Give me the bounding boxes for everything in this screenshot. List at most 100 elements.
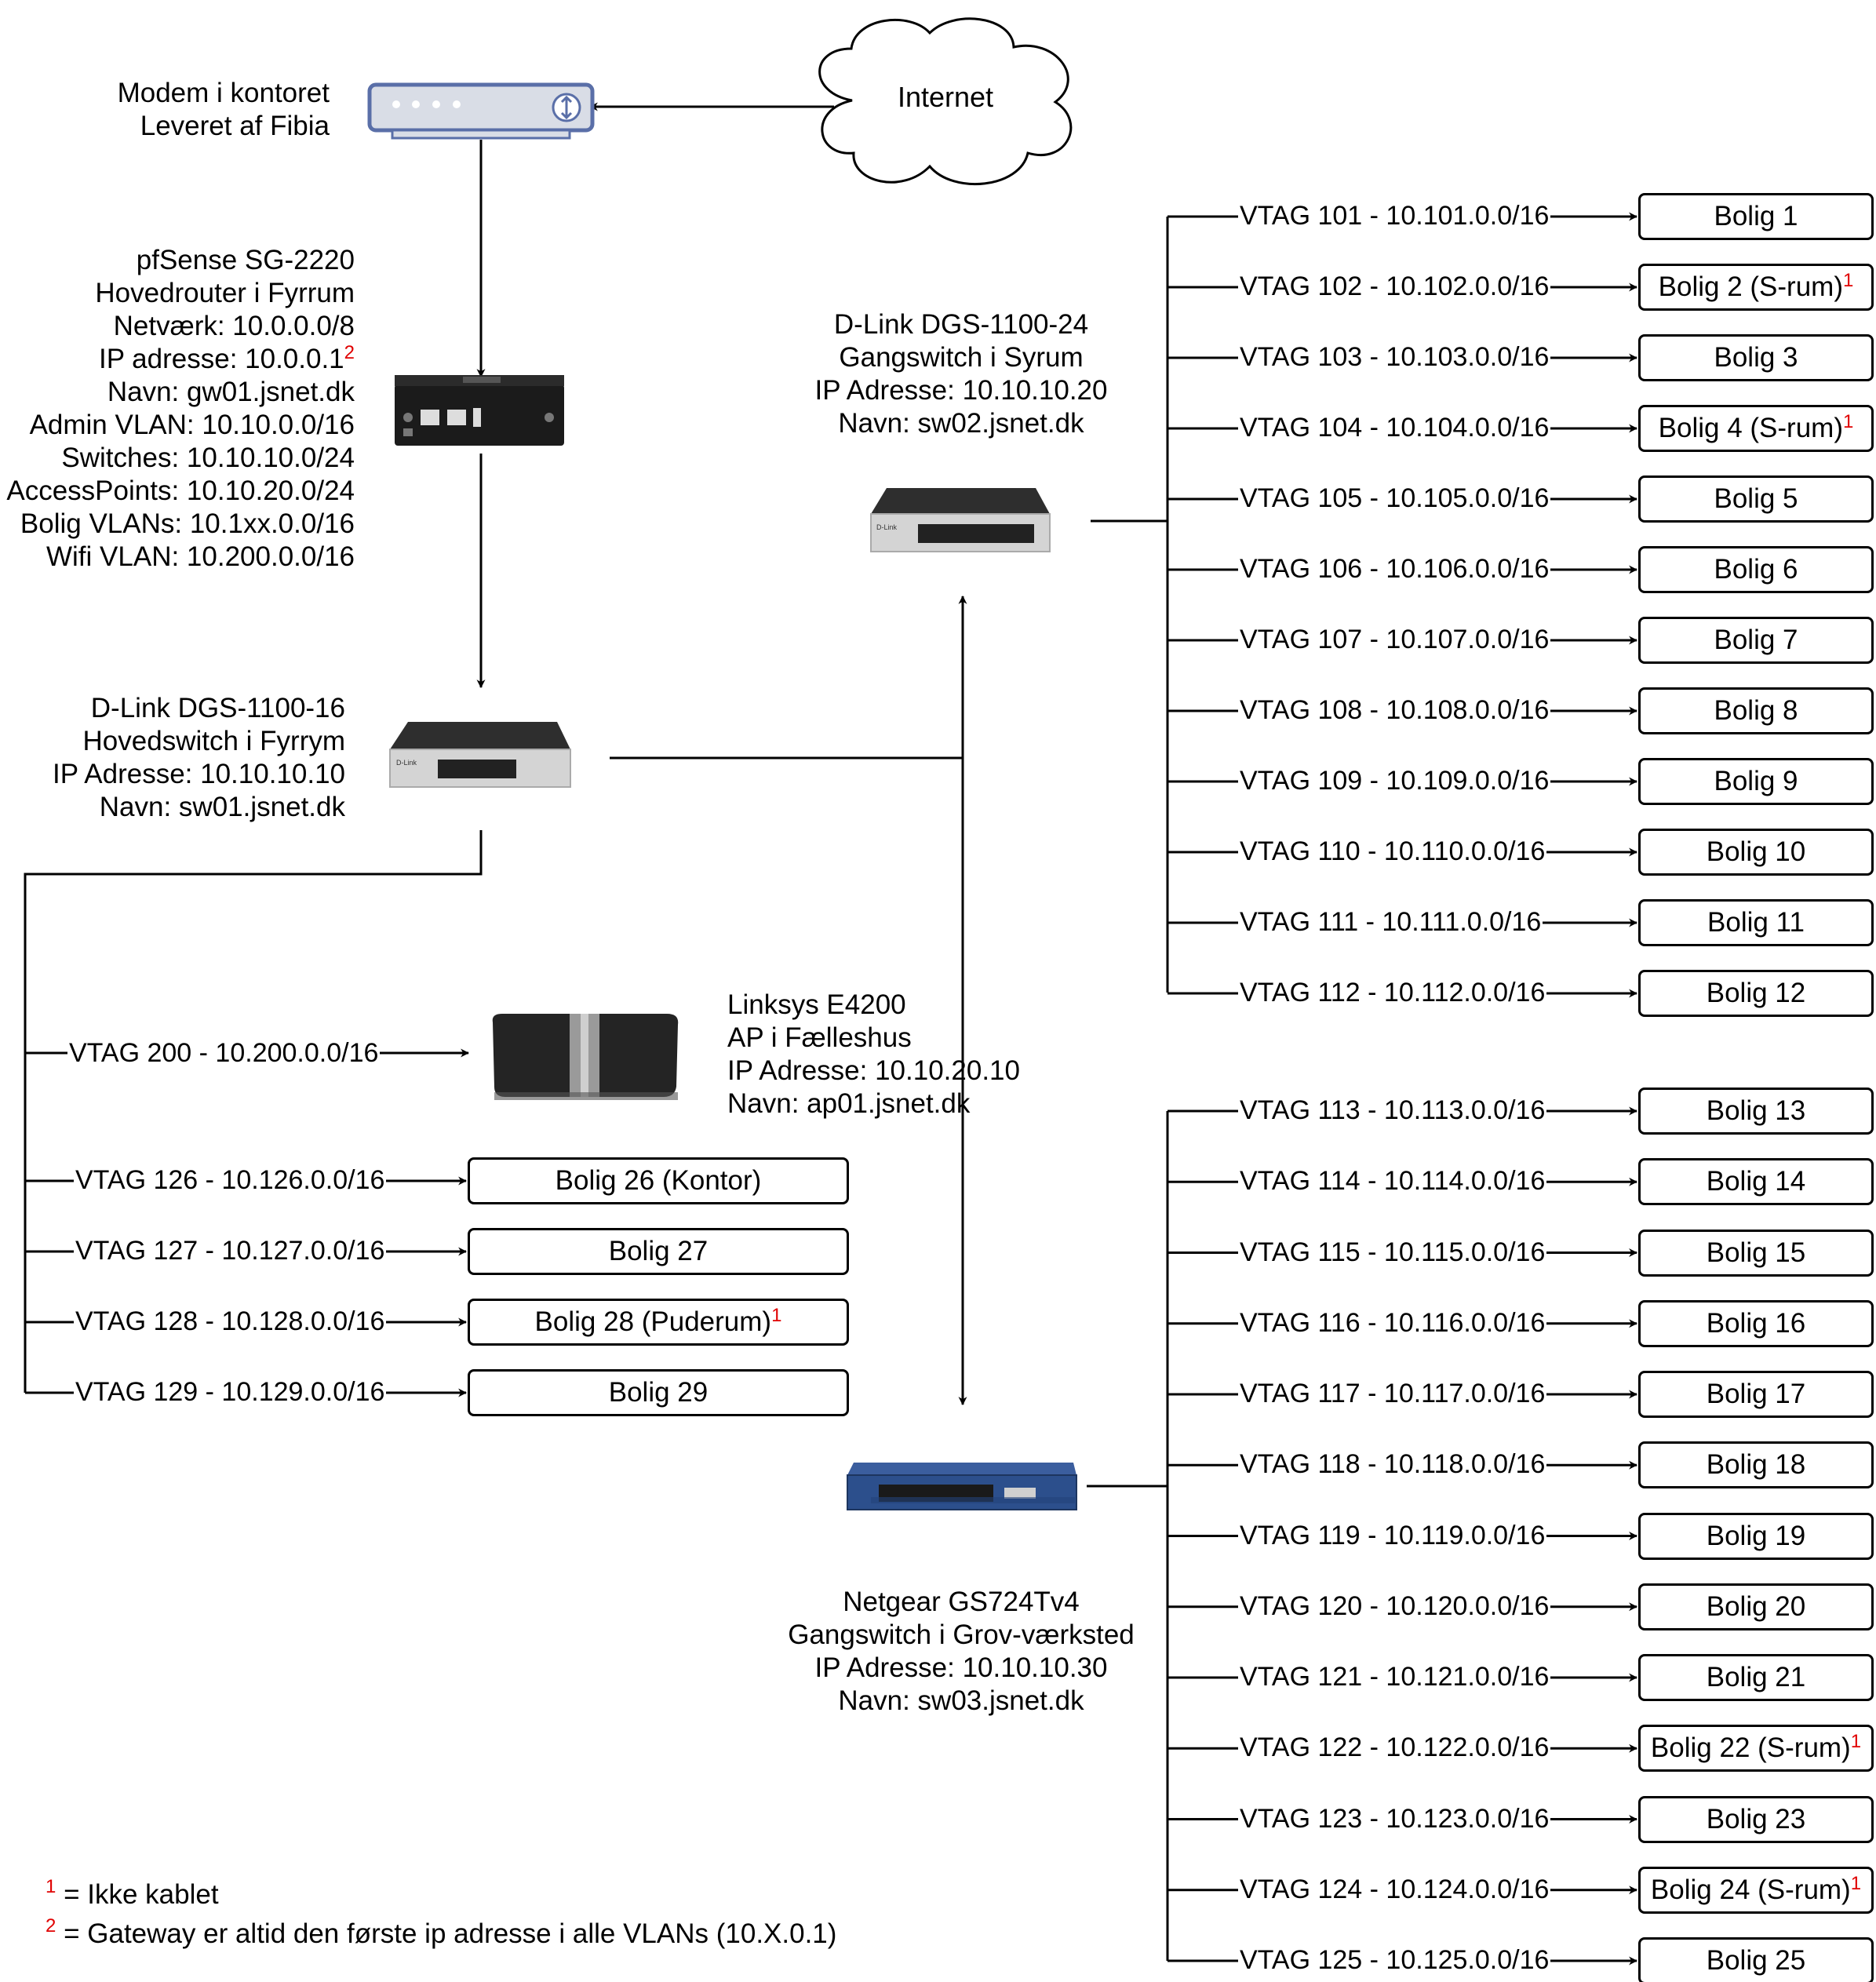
bolig-box: Bolig 22 (S-rum)1 [1638,1725,1874,1773]
bolig-box: Bolig 3 [1638,334,1874,381]
bolig-box: Bolig 18 [1638,1441,1874,1489]
bolig-box: Bolig 5 [1638,475,1874,523]
bolig-label: Bolig 12 [1706,978,1806,1008]
footnote-mark: 1 [1850,1872,1862,1894]
sw02-line: Gangswitch i Syrum [839,342,1084,373]
vlan-tag-label: VTAG 110 - 10.110.0.0/16 [1238,836,1547,867]
vlan-tag-label: VTAG 122 - 10.122.0.0/16 [1238,1732,1551,1764]
vlan-tag-label: VTAG 126 - 10.126.0.0/16 [74,1164,387,1196]
vlan-tag-label: VTAG 125 - 10.125.0.0/16 [1238,1944,1551,1976]
bolig-box: Bolig 7 [1638,617,1874,664]
bolig-label: Bolig 26 (Kontor) [555,1165,762,1196]
vlan-tag-label: VTAG 104 - 10.104.0.0/16 [1238,412,1551,443]
bolig-label: Bolig 1 [1714,201,1798,231]
vlan-tag-label: VTAG 117 - 10.117.0.0/16 [1238,1378,1547,1409]
bolig-box: Bolig 8 [1638,687,1874,734]
footnote-mark: 1 [771,1305,782,1326]
vlan-tag-label: VTAG 111 - 10.111.0.0/16 [1238,906,1543,938]
internet-label: Internet [897,81,994,113]
bolig-label: Bolig 15 [1706,1237,1806,1268]
ap01-line: AP i Fælleshus [727,1022,912,1053]
sw03-line: Gangswitch i Grov-værksted [788,1619,1135,1650]
bolig-label: Bolig 8 [1714,695,1798,726]
modem-line: Leveret af Fibia [140,111,330,141]
bolig-box: Bolig 12 [1638,970,1874,1017]
bolig-box: Bolig 4 (S-rum)1 [1638,405,1874,452]
bolig-label: Bolig 25 [1706,1945,1806,1976]
bolig-label: Bolig 21 [1706,1662,1806,1692]
sw01-description: D-Link DGS-1100-16 Hovedswitch i Fyrrym … [16,692,345,824]
bolig-box: Bolig 10 [1638,829,1874,876]
bolig-label: Bolig 13 [1706,1095,1806,1126]
bolig-box: Bolig 2 (S-rum)1 [1638,264,1874,311]
footnote-mark: 1 [1842,411,1854,432]
bolig-box: Bolig 11 [1638,899,1874,946]
router-role: Hovedrouter i Fyrrum [95,278,355,308]
bolig-box: Bolig 25 [1638,1937,1874,1982]
bolig-box: Bolig 9 [1638,758,1874,805]
footnote-mark: 1 [1842,270,1854,291]
ap01-router-icon [492,1014,679,1100]
vlan-tag-label: VTAG 121 - 10.121.0.0/16 [1238,1661,1551,1692]
sw01-line: Navn: sw01.jsnet.dk [99,792,345,822]
bolig-box: Bolig 1 [1638,193,1874,240]
footnote-mark: 1 [46,1876,56,1897]
bolig-box: Bolig 27 [468,1228,849,1275]
vlan-tag-label: VTAG 123 - 10.123.0.0/16 [1238,1802,1551,1834]
modem-line: Modem i kontoret [117,78,330,108]
bolig-box: Bolig 21 [1638,1654,1874,1701]
vlan-tag-label: VTAG 114 - 10.114.0.0/16 [1238,1165,1547,1197]
ap01-description: Linksys E4200 AP i Fælleshus IP Adresse:… [727,989,1057,1120]
sw02-line: D-Link DGS-1100-24 [833,309,1089,340]
footnote-mark: 2 [46,1915,56,1936]
sw03-line: Navn: sw03.jsnet.dk [838,1685,1084,1716]
router-network: Netværk: 10.0.0.0/8 [113,311,355,341]
vlan-tag-label: VTAG 107 - 10.107.0.0/16 [1238,624,1551,655]
bolig-label: Bolig 17 [1706,1379,1806,1409]
sw01-switch-icon: D-Link [389,722,571,788]
ap01-line: Navn: ap01.jsnet.dk [727,1088,971,1119]
sw03-description: Netgear GS724Tv4 Gangswitch i Grov-værks… [761,1586,1161,1718]
bolig-label: Bolig 24 (S-rum) [1650,1874,1851,1905]
ap01-line: Linksys E4200 [727,989,906,1020]
vlan-tag-label: VTAG 101 - 10.101.0.0/16 [1238,200,1551,231]
sw01-line: IP Adresse: 10.10.10.10 [53,759,345,789]
router-wifi-vlan: Wifi VLAN: 10.200.0.0/16 [46,541,355,572]
sw01-line: Hovedswitch i Fyrrym [82,726,345,756]
sw03-switch-icon [847,1463,1077,1510]
footnote-mark: 2 [344,342,355,363]
router-accesspoints: AccessPoints: 10.10.20.0/24 [6,475,355,506]
vlan-tag-label: VTAG 102 - 10.102.0.0/16 [1238,271,1551,302]
vlan-tag-label: VTAG 113 - 10.113.0.0/16 [1238,1095,1547,1126]
bolig-label: Bolig 5 [1714,483,1798,514]
vlan-tag-label: VTAG 127 - 10.127.0.0/16 [74,1235,387,1266]
bolig-label: Bolig 18 [1706,1449,1806,1481]
bolig-label: Bolig 3 [1714,342,1798,373]
svg-text:D-Link: D-Link [396,759,417,767]
router-ip: IP adresse: 10.0.0.12 [99,342,355,374]
legend-text: = Gateway er altid den første ip adresse… [64,1918,837,1949]
sw03-line: Netgear GS724Tv4 [843,1587,1080,1617]
bolig-label: Bolig 2 (S-rum) [1658,271,1843,302]
bolig-label: Bolig 20 [1706,1590,1806,1622]
legend-item-2: 2 = Gateway er altid den første ip adres… [46,1915,837,1951]
sw01-line: D-Link DGS-1100-16 [90,693,345,723]
bolig-label: Bolig 29 [608,1377,709,1408]
footnote-mark: 1 [1850,1731,1862,1753]
vlan-tag-label: VTAG 120 - 10.120.0.0/16 [1238,1590,1551,1622]
bolig-box: Bolig 16 [1638,1299,1874,1347]
bolig-box: Bolig 28 (Puderum)1 [468,1299,849,1346]
router-description: pfSense SG-2220 Hovedrouter i Fyrrum Net… [0,244,355,574]
sw02-switch-icon: D-Link [870,488,1051,552]
bolig-label: Bolig 22 (S-rum) [1650,1732,1851,1764]
bolig-label: Bolig 9 [1714,766,1798,796]
vlan-tag-label: VTAG 105 - 10.105.0.0/16 [1238,483,1551,514]
bolig-label: Bolig 23 [1706,1803,1806,1834]
router-bolig-vlans: Bolig VLANs: 10.1xx.0.0/16 [20,508,355,539]
modem-icon [367,82,595,140]
bolig-box: Bolig 26 (Kontor) [468,1157,849,1204]
vlan-tag-label: VTAG 112 - 10.112.0.0/16 [1238,977,1547,1008]
router-switches: Switches: 10.10.10.0/24 [61,443,355,473]
vlan-tag-label: VTAG 124 - 10.124.0.0/16 [1238,1873,1551,1905]
